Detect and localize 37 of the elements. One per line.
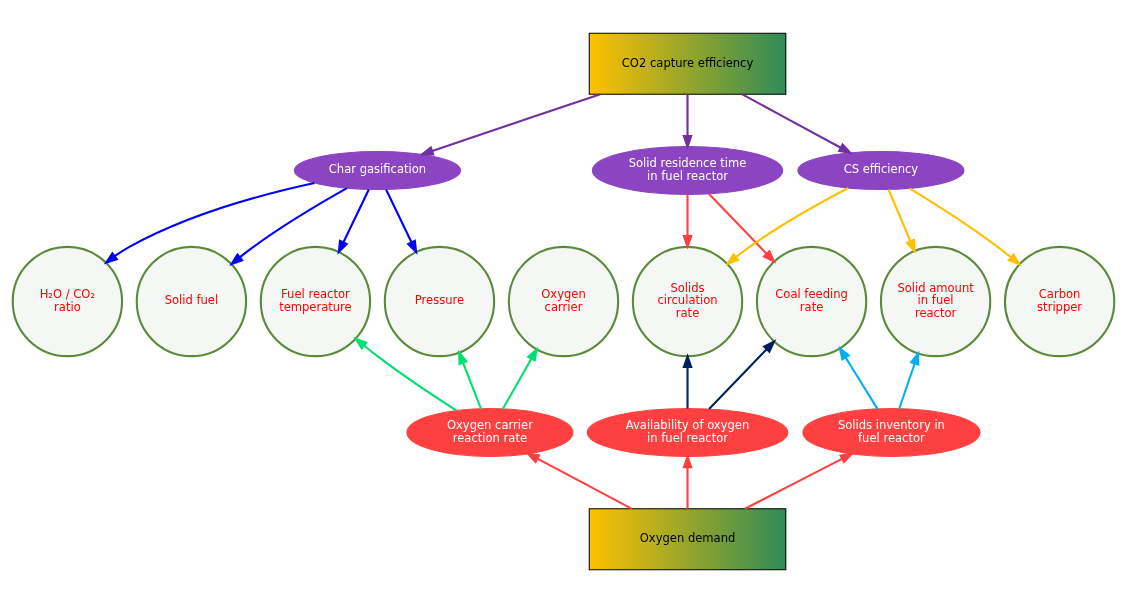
- node-circle: Solid fuel: [135, 245, 248, 357]
- arrow: [682, 193, 693, 250]
- arrow: [103, 181, 315, 265]
- node-circle: H₂O / CO₂ ratio: [11, 245, 124, 357]
- node-circle: Carbon stripper: [1003, 245, 1116, 357]
- arrow: [887, 188, 916, 254]
- arrow: [725, 186, 849, 266]
- arrow: [898, 350, 920, 409]
- node-circle: Solid amount in fuel reactor: [879, 245, 992, 357]
- arrow: [682, 93, 693, 150]
- arrow: [708, 338, 777, 410]
- arrow: [838, 345, 879, 409]
- arrow: [708, 192, 777, 264]
- arrow: [353, 336, 457, 411]
- arrow: [501, 346, 539, 409]
- node-circle: Pressure: [383, 245, 496, 357]
- node-circle: Oxygen carrier: [507, 245, 620, 357]
- node-ellipse: Solid residence time in fuel reactor: [591, 145, 784, 195]
- arrow: [229, 186, 348, 266]
- node-ellipse: Char gasification: [293, 150, 461, 190]
- arrow: [419, 92, 601, 156]
- arrow: [457, 349, 483, 409]
- arrow: [385, 188, 418, 255]
- node-circle: Solids circulation rate: [631, 245, 744, 357]
- node-ellipse: Solids inventory in fuel reactor: [802, 407, 981, 457]
- arrow: [741, 92, 853, 154]
- arrow: [337, 188, 370, 255]
- node-box: CO2 capture efficiency: [588, 32, 787, 95]
- node-circle: Coal feeding rate: [755, 245, 868, 357]
- node-ellipse: CS efficiency: [797, 150, 965, 190]
- node-ellipse: Availability of oxygen in fuel reactor: [586, 407, 789, 457]
- arrow: [744, 452, 855, 510]
- arrow: [525, 451, 633, 510]
- arrow: [908, 187, 1022, 266]
- arrow: [682, 352, 693, 409]
- node-box: Oxygen demand: [588, 507, 787, 570]
- node-ellipse: Oxygen carrier reaction rate: [406, 407, 574, 457]
